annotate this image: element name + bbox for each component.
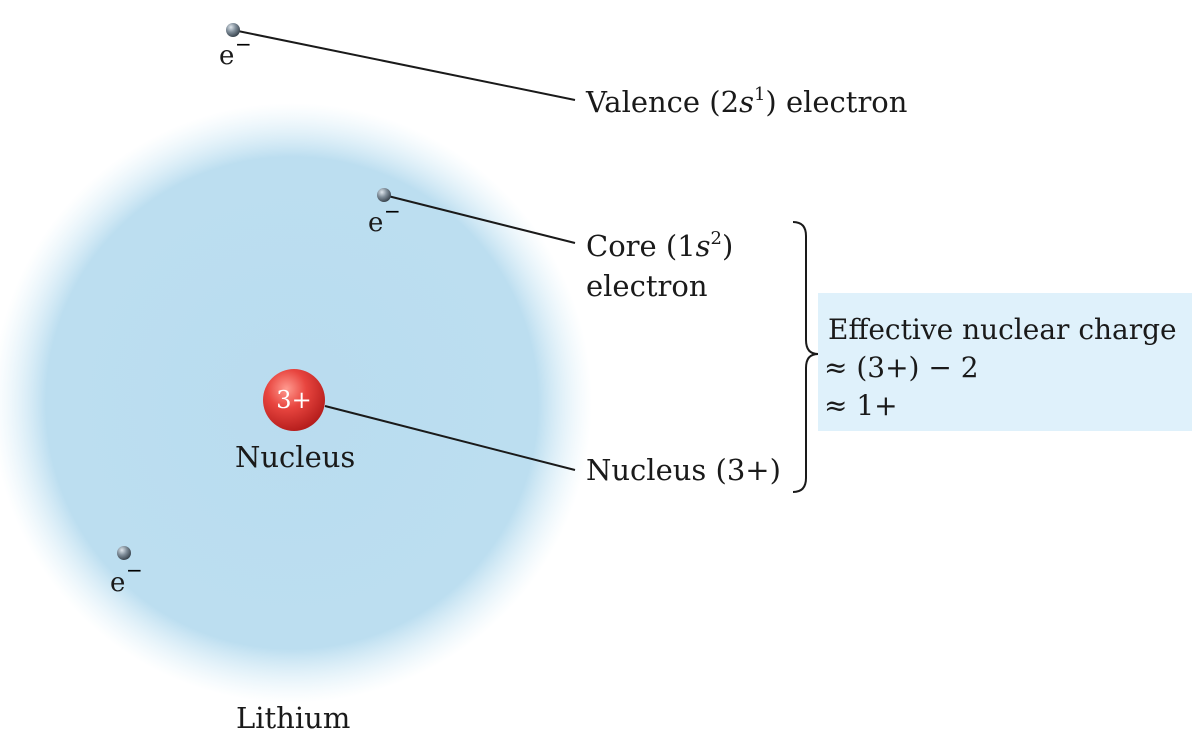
core-orbital-letter: s [696, 229, 711, 263]
nucleus-description: Nucleus (3+) [586, 456, 781, 485]
core-electron-description-line2: electron [586, 272, 708, 301]
effective-charge-result: ≈ 1+ [824, 389, 898, 422]
electron-symbol: e [368, 210, 383, 236]
valence-orbital-letter: s [739, 85, 754, 119]
valence-leader-line [233, 30, 575, 100]
core-prefix: Core (1 [586, 229, 696, 263]
electron-symbol: e [110, 570, 125, 596]
nucleus-charge-label: 3+ [262, 372, 326, 428]
electron-charge: − [126, 558, 143, 582]
electron-charge: − [384, 199, 401, 223]
valence-superscript: 1 [754, 84, 765, 105]
valence-prefix: Valence (2 [586, 85, 739, 119]
atom-name-label: Lithium [236, 704, 350, 733]
grouping-brace [793, 222, 818, 492]
electron-symbol: e [219, 43, 234, 69]
valence-electron-description: Valence (2s1) electron [586, 88, 907, 117]
electron-charge: − [235, 32, 252, 56]
nucleus-caption: Nucleus [235, 443, 355, 472]
valence-suffix: ) electron [765, 85, 907, 119]
core-electron-description: Core (1s2) [586, 232, 733, 261]
effective-charge-box: Effective nuclear charge ≈ (3+) − 2 ≈ 1+ [818, 293, 1192, 431]
effective-charge-title: Effective nuclear charge [828, 313, 1177, 346]
core-superscript: 2 [711, 228, 722, 249]
core-suffix: ) [722, 229, 733, 263]
effective-charge-equation: ≈ (3+) − 2 [824, 351, 979, 384]
